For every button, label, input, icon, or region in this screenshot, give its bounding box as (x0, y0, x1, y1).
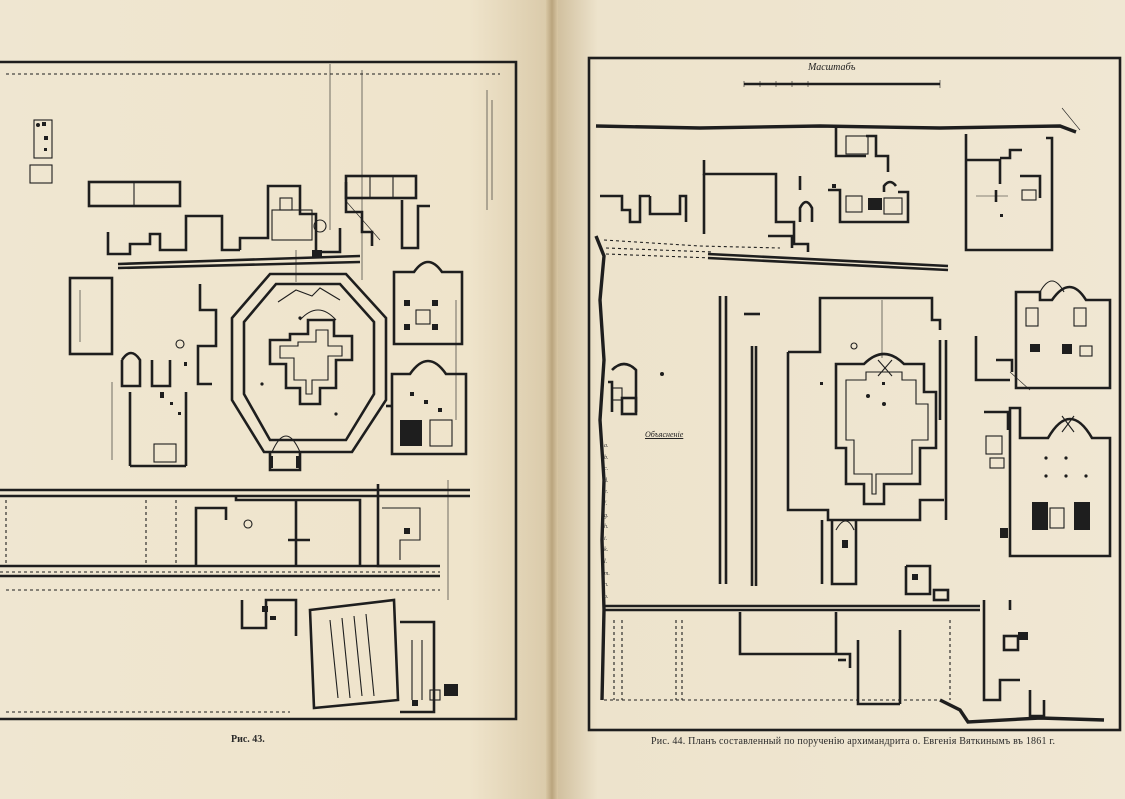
legend-item: k. (604, 547, 609, 554)
legend-item: n. (604, 582, 609, 589)
figure-44-caption: Рис. 44. Планъ составленный по порученію… (651, 736, 1056, 747)
legend-item: с. (604, 466, 609, 473)
legend-title: Объясненіе (645, 430, 684, 439)
plan-figure-43 (0, 60, 518, 721)
book-gutter (546, 0, 558, 799)
legend-item: h. (604, 524, 609, 531)
legend-item: i. (604, 535, 608, 542)
legend-item: b. (604, 454, 609, 461)
legend-item: l. (604, 558, 608, 565)
legend-item: d. (604, 477, 609, 484)
figure-43-caption: Рис. 43. (231, 734, 265, 745)
legend-item: g. (604, 512, 609, 519)
legend-item: е. (604, 489, 609, 496)
legend-item: o. (604, 593, 609, 600)
right-page (552, 0, 1125, 799)
scale-label: Масштабъ (808, 62, 856, 73)
legend-item: а. (604, 443, 609, 449)
plan-legend: а. b. с. d. е. f. g. h. i. k. l. m. n. o… (604, 441, 610, 603)
left-page (0, 0, 552, 799)
legend-item: f. (604, 500, 608, 507)
legend-item: m. (604, 570, 610, 577)
